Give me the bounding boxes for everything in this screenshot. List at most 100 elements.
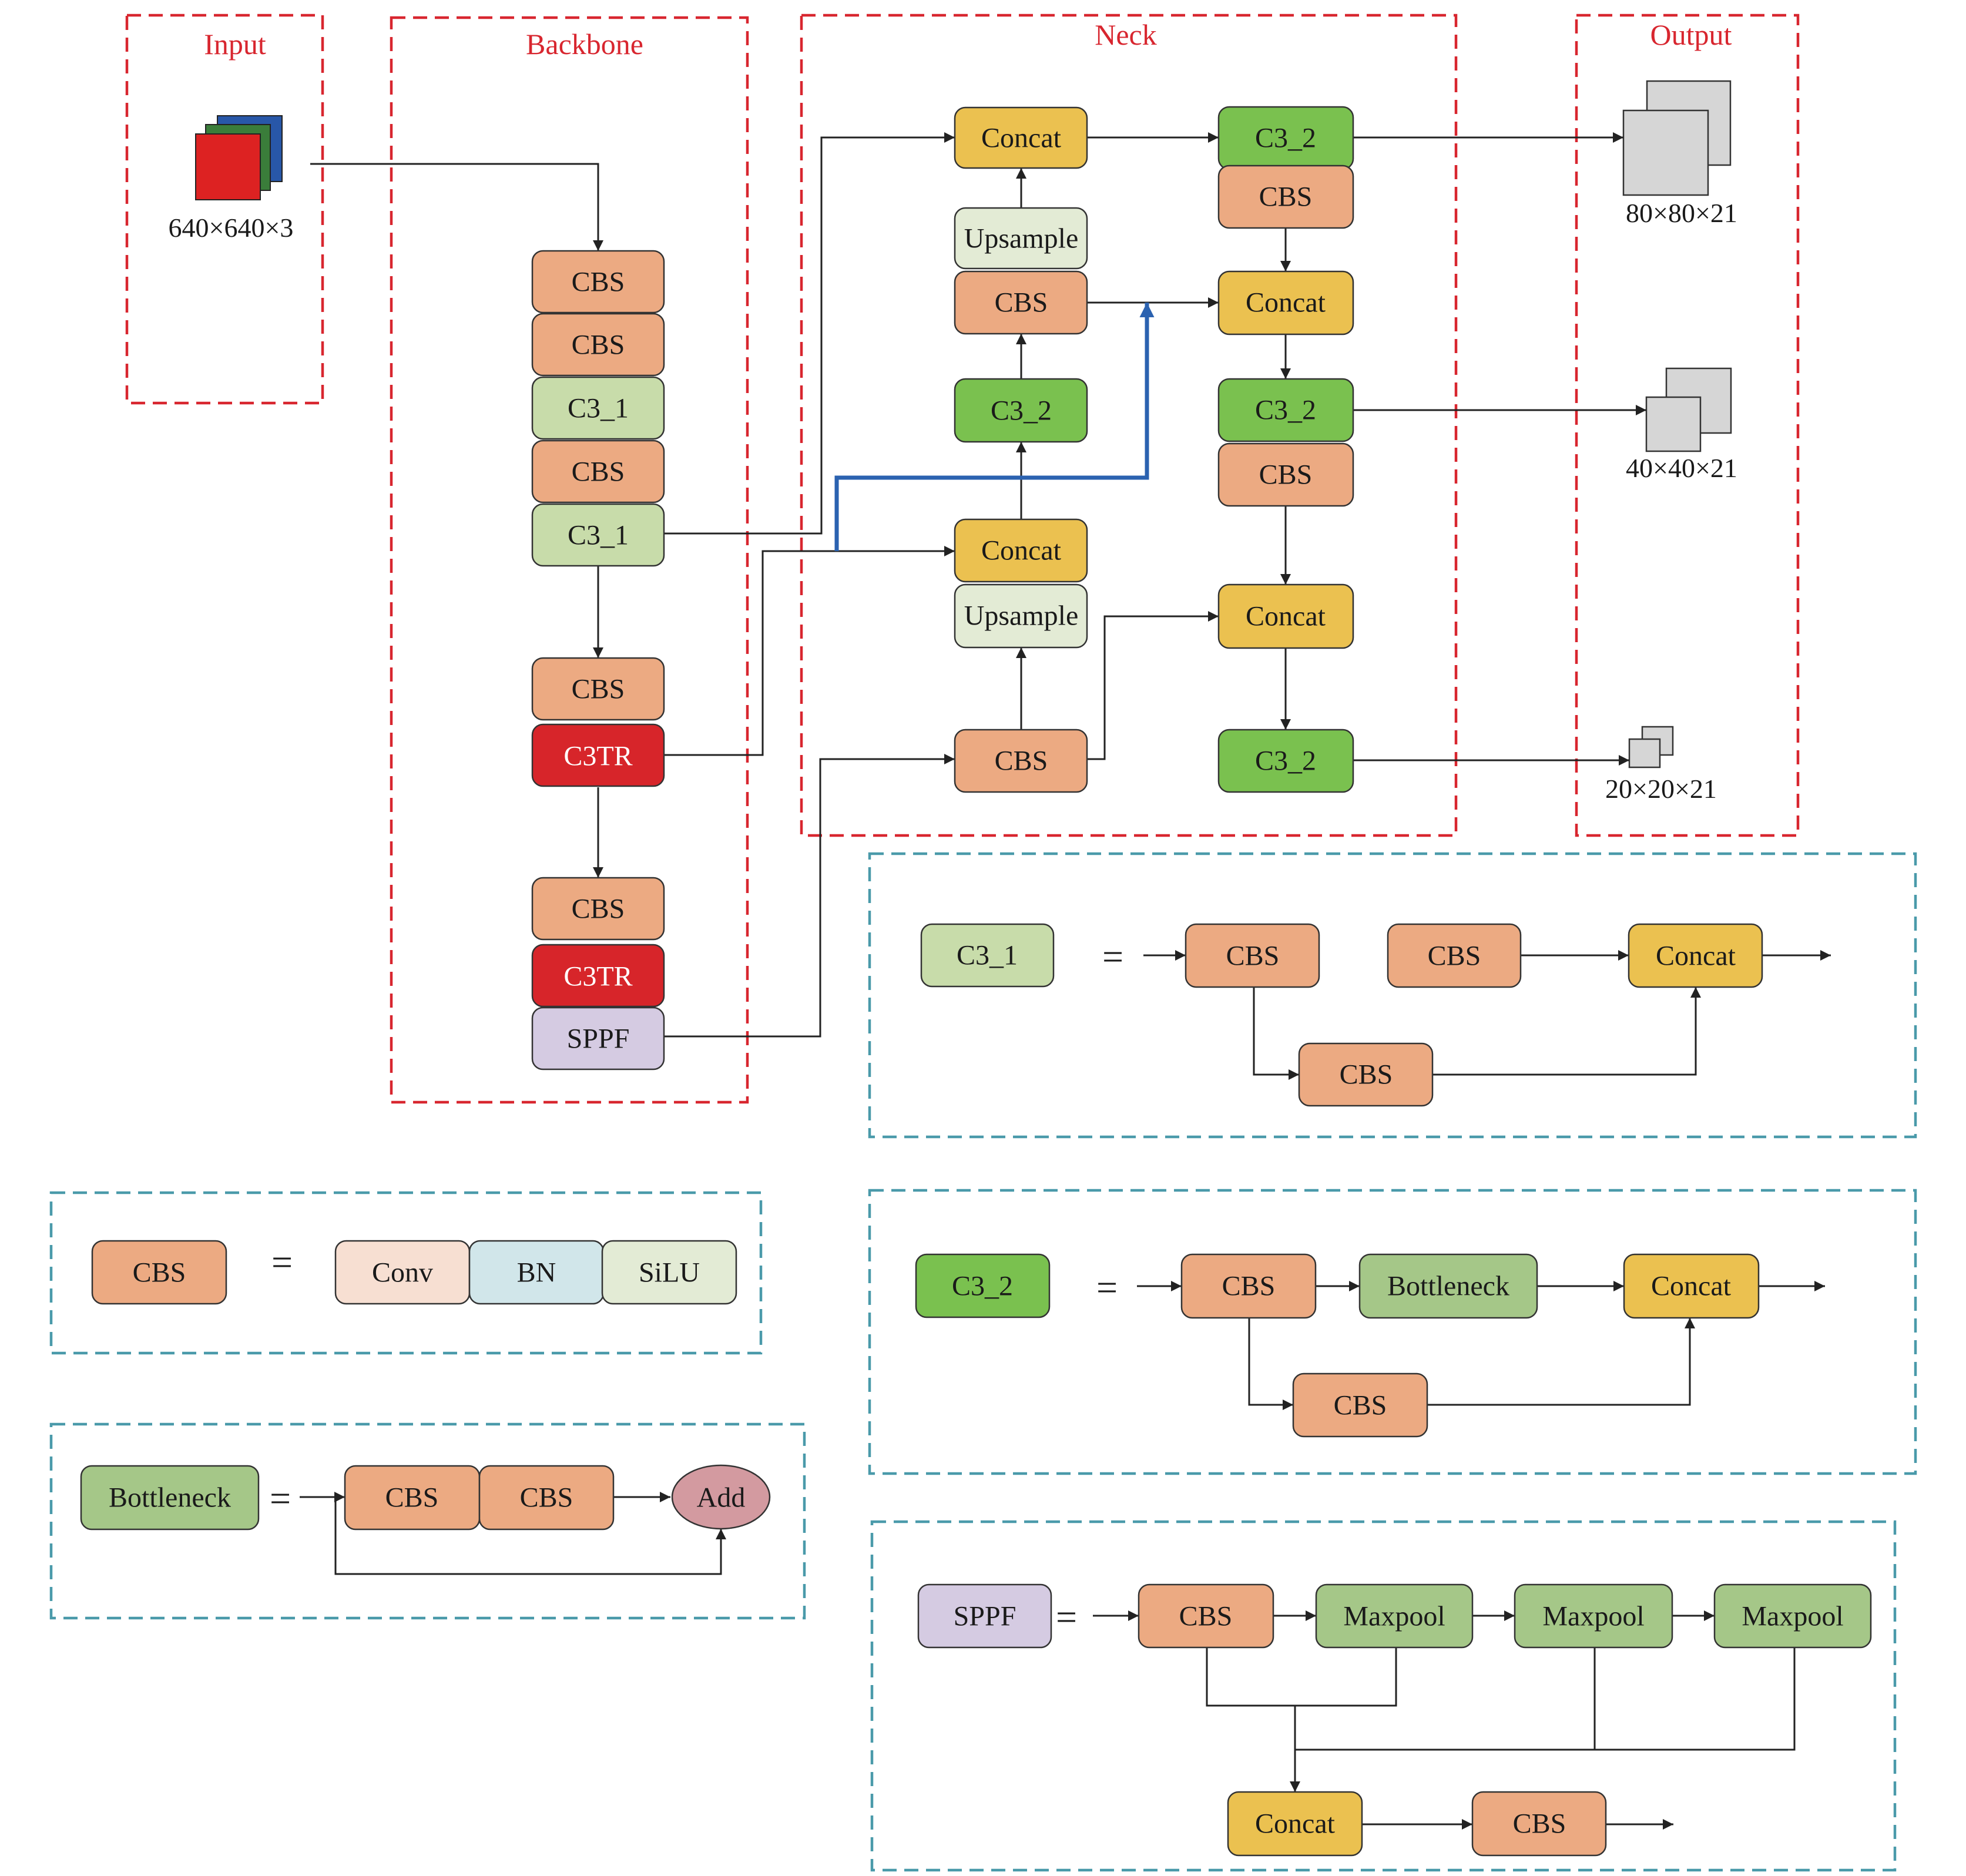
backbone-c3tr-b: C3TR	[531, 944, 665, 1008]
svg-text:Concat: Concat	[981, 123, 1062, 154]
legend-c3-1-cbs-a: CBS	[1185, 923, 1320, 988]
svg-text:CBS: CBS	[1226, 941, 1280, 972]
svg-text:CBS: CBS	[385, 1482, 439, 1513]
svg-text:Concat: Concat	[1656, 941, 1736, 972]
svg-text:CBS: CBS	[133, 1257, 186, 1288]
svg-text:Concat: Concat	[981, 535, 1062, 566]
legend-bottleneck-cbs-b: CBS	[478, 1465, 615, 1531]
svg-text:CBS: CBS	[1222, 1271, 1276, 1302]
svg-text:CBS: CBS	[572, 267, 625, 298]
backbone-region-label: Backbone	[526, 28, 643, 61]
legend-sppf-maxpool-3: Maxpool	[1713, 1583, 1872, 1649]
svg-text:CBS: CBS	[1334, 1390, 1387, 1421]
legend-cbs-symbol: CBS	[91, 1240, 227, 1305]
svg-text:C3_2: C3_2	[1255, 123, 1316, 154]
legend-sppf-maxpool-2: Maxpool	[1514, 1583, 1673, 1649]
legend-sppf-symbol: SPPF	[917, 1583, 1052, 1649]
svg-text:C3_1: C3_1	[957, 940, 1018, 971]
backbone-cbs-3: CBS	[531, 439, 665, 504]
output-80-label: 80×80×21	[1626, 198, 1737, 228]
neck-c3-2-out-3: C3_2	[1217, 729, 1354, 793]
backbone-c3tr-a: C3TR	[531, 723, 665, 787]
output-block-20-icon	[1628, 726, 1674, 768]
output-block-80-icon	[1622, 80, 1732, 196]
legend-sppf-region	[870, 1520, 1897, 1872]
legend-cbs-equals: =	[271, 1241, 293, 1283]
legend-bottleneck-add: Add	[671, 1464, 771, 1530]
svg-text:Conv: Conv	[372, 1257, 433, 1288]
backbone-cbs-4: CBS	[531, 657, 665, 721]
legend-c3-2-bottleneck: Bottleneck	[1358, 1253, 1538, 1319]
neck-cbs-right-2: CBS	[1217, 442, 1354, 507]
svg-text:C3_2: C3_2	[1255, 746, 1316, 777]
svg-text:CBS: CBS	[572, 674, 625, 705]
svg-text:Concat: Concat	[1246, 287, 1326, 318]
svg-text:Upsample: Upsample	[964, 600, 1079, 632]
legend-c3-2-cbs-a: CBS	[1180, 1253, 1317, 1319]
svg-text:Bottleneck: Bottleneck	[109, 1482, 231, 1513]
neck-concat-right-1: Concat	[1217, 270, 1354, 335]
backbone-region	[390, 16, 749, 1104]
neck-region	[800, 14, 1458, 837]
output-block-40-icon	[1645, 367, 1732, 452]
edges	[300, 132, 1831, 1830]
svg-text:SiLU: SiLU	[639, 1257, 700, 1288]
svg-text:CBS: CBS	[1513, 1808, 1566, 1840]
backbone-cbs-1: CBS	[531, 250, 665, 314]
legend-c3-2-region	[868, 1189, 1917, 1475]
svg-text:C3_1: C3_1	[568, 393, 629, 424]
legend-bottleneck-cbs-a: CBS	[344, 1465, 481, 1531]
backbone-sppf: SPPF	[531, 1006, 665, 1070]
svg-text:CBS: CBS	[520, 1482, 573, 1513]
svg-text:Add: Add	[697, 1482, 746, 1513]
backbone-cbs-5: CBS	[531, 877, 665, 941]
svg-text:CBS: CBS	[1340, 1059, 1393, 1090]
neck-upsample-mid: Upsample	[954, 583, 1088, 649]
svg-text:CBS: CBS	[572, 330, 625, 361]
neck-concat-top: Concat	[954, 106, 1088, 169]
legend-c3-1-cbs-skip: CBS	[1298, 1042, 1434, 1107]
legend-sppf-cbs-out: CBS	[1471, 1791, 1607, 1857]
legend-c3-1-symbol: C3_1	[920, 923, 1055, 988]
svg-text:Maxpool: Maxpool	[1542, 1601, 1644, 1632]
svg-text:C3_2: C3_2	[991, 395, 1052, 427]
backbone-c3-1-a: C3_1	[531, 376, 665, 440]
legend-sppf-concat: Concat	[1227, 1791, 1363, 1857]
neck-c3-2-out-2: C3_2	[1217, 378, 1354, 442]
svg-text:CBS: CBS	[572, 894, 625, 925]
legend-cbs-region	[49, 1191, 763, 1355]
svg-text:C3_1: C3_1	[568, 520, 629, 551]
legend-cbs-conv: Conv	[334, 1240, 471, 1305]
neck-c3-2-out-1: C3_2	[1217, 106, 1354, 170]
legend-c3-1-concat: Concat	[1628, 923, 1763, 988]
legend-c3-2-concat: Concat	[1623, 1253, 1760, 1319]
legend-c3-1-equals: =	[1102, 936, 1123, 978]
neck-cbs-top: CBS	[954, 270, 1088, 335]
legend-c3-2-cbs-skip: CBS	[1292, 1372, 1428, 1438]
svg-text:SPPF: SPPF	[954, 1601, 1016, 1632]
svg-text:CBS: CBS	[1428, 941, 1481, 972]
input-size-label: 640×640×3	[169, 213, 294, 243]
neck-cbs-right-1: CBS	[1217, 165, 1354, 229]
svg-text:Concat: Concat	[1255, 1808, 1336, 1840]
svg-text:C3TR: C3TR	[563, 961, 632, 992]
legend-c3-1-cbs-b: CBS	[1387, 923, 1522, 988]
legend-c3-1-region	[868, 852, 1917, 1139]
legend-bottleneck-region	[49, 1422, 806, 1620]
svg-text:Upsample: Upsample	[964, 223, 1079, 254]
svg-text:CBS: CBS	[995, 746, 1048, 777]
svg-text:Concat: Concat	[1651, 1271, 1732, 1302]
legend-c3-2-equals: =	[1096, 1267, 1118, 1308]
input-image-stack-icon	[195, 115, 283, 200]
input-region	[125, 14, 324, 405]
legend-sppf-equals: =	[1056, 1596, 1077, 1638]
svg-text:C3TR: C3TR	[563, 741, 632, 772]
neck-concat-mid: Concat	[954, 518, 1088, 583]
input-region-label: Input	[204, 28, 266, 61]
neck-upsample-top: Upsample	[954, 207, 1088, 270]
output-region-label: Output	[1650, 18, 1732, 51]
output-20-label: 20×20×21	[1605, 774, 1717, 804]
svg-text:CBS: CBS	[1179, 1601, 1233, 1632]
neck-cbs-bottom: CBS	[954, 729, 1088, 793]
